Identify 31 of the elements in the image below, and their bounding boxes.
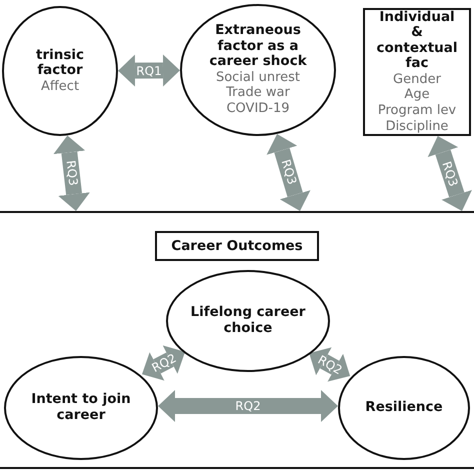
edge-label: RQ3 <box>279 158 298 186</box>
double-arrow <box>309 347 350 382</box>
node-item: Discipline <box>386 118 448 134</box>
node-item: Trade war <box>226 85 290 102</box>
double-arrow <box>118 54 180 87</box>
node-heading: Extraneous factor as a career shock <box>208 23 308 70</box>
node-heading: trinsic factor <box>34 48 85 79</box>
edge-label: RQ2 <box>316 353 344 376</box>
node-item: Age <box>404 87 430 104</box>
double-arrow <box>266 134 310 211</box>
node-heading: Individual & contextual fac <box>376 10 459 72</box>
edge-label: RQ3 <box>64 160 80 187</box>
section-heading: Career Outcomes <box>155 231 319 261</box>
node-item: Gender <box>393 72 441 88</box>
node-item: Social unrest <box>216 70 300 86</box>
outcomes-frame <box>0 211 474 469</box>
node-item: Affect <box>40 78 80 94</box>
double-arrow <box>142 345 186 381</box>
edge-label: RQ2 <box>150 352 178 374</box>
node-heading: Intent to join career <box>30 392 132 424</box>
double-arrow <box>53 136 90 211</box>
edge-label: RQ3 <box>440 160 460 188</box>
node-item: Program lev <box>378 103 456 119</box>
edge-label: RQ2 <box>235 400 261 412</box>
double-arrow <box>428 136 472 211</box>
factor-box <box>363 8 471 136</box>
node-heading: Resilience <box>364 400 444 416</box>
node-item: COVID-19 <box>226 101 290 117</box>
double-arrow <box>158 390 338 422</box>
node-heading: Lifelong career choice <box>190 305 306 337</box>
edge-label: RQ1 <box>136 64 162 77</box>
